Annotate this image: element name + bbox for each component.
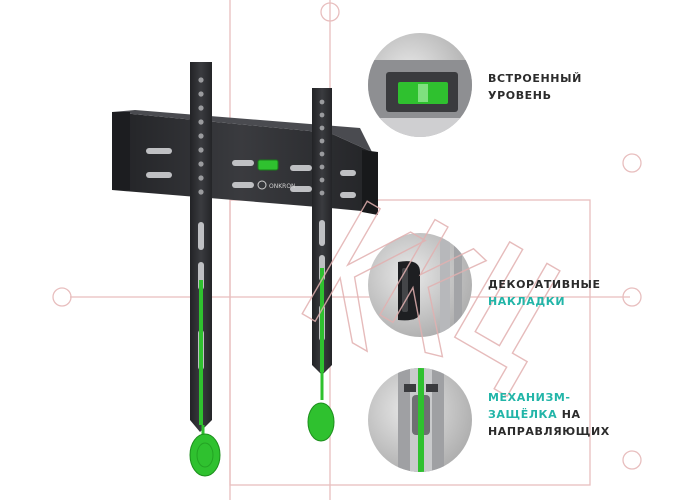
watermark-letters <box>301 200 561 398</box>
callout-latch-line1: МЕХАНИЗМ- <box>488 391 571 404</box>
detail-circle-level <box>368 33 472 137</box>
callout-covers-line1: ДЕКОРАТИВНЫЕ <box>488 278 601 291</box>
left-rail <box>189 62 221 477</box>
callout-latch-line3: НАПРАВЛЯЮЩИХ <box>488 425 610 438</box>
wall-plate: ONKRON <box>112 110 378 215</box>
brand-logo: ONKRON <box>269 183 296 190</box>
callout-covers-line2: НАКЛАДКИ <box>488 295 566 308</box>
callout-latch-suffix: НА <box>557 408 581 421</box>
callout-level-line2: УРОВЕНЬ <box>488 89 552 102</box>
callout-latch-line2: ЗАЩЁЛКА НА <box>488 406 610 423</box>
callout-latch: МЕХАНИЗМ- ЗАЩЁЛКА НА НАПРАВЛЯЮЩИХ <box>488 389 610 440</box>
detail-circle-latch <box>368 368 472 472</box>
detail-circle-covers <box>368 233 472 337</box>
callout-level: ВСТРОЕННЫЙ УРОВЕНЬ <box>488 70 582 104</box>
callout-level-line1: ВСТРОЕННЫЙ <box>488 72 582 85</box>
right-rail <box>307 88 335 442</box>
callout-covers: ДЕКОРАТИВНЫЕ НАКЛАДКИ <box>488 276 601 310</box>
callout-latch-accent: ЗАЩЁЛКА <box>488 408 558 421</box>
